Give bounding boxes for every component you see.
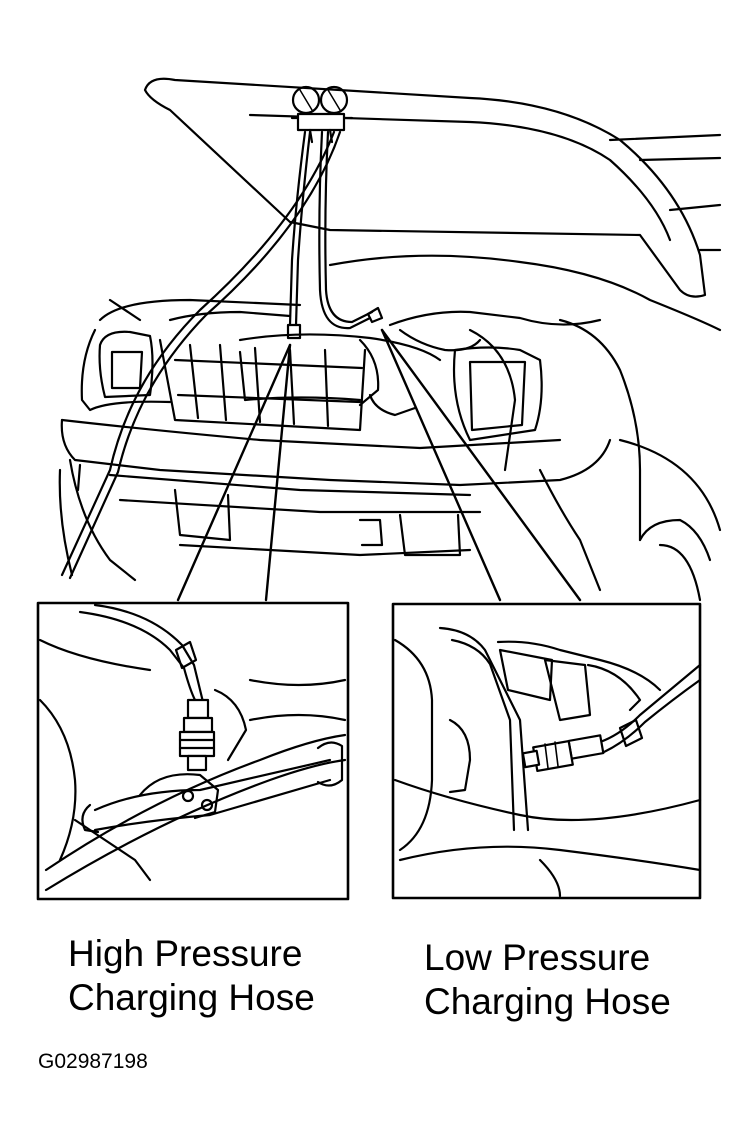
low-pressure-label-line2: Charging Hose [424, 981, 671, 1022]
high-pressure-label-line2: Charging Hose [68, 977, 315, 1018]
low-pressure-detail-box [391, 602, 702, 900]
high-pressure-detail-box [36, 601, 350, 901]
figure-id: G02987198 [38, 1050, 148, 1073]
vehicle-front-illustration [58, 77, 722, 602]
callout-leaders [176, 328, 582, 602]
high-pressure-label: High Pressure Charging Hose [68, 932, 388, 1020]
manifold-gauge-set [290, 85, 354, 144]
charging-hoses [60, 130, 384, 580]
low-pressure-label-line1: Low Pressure [424, 937, 651, 978]
low-pressure-label: Low Pressure Charging Hose [424, 936, 744, 1024]
high-pressure-label-line1: High Pressure [68, 933, 303, 974]
